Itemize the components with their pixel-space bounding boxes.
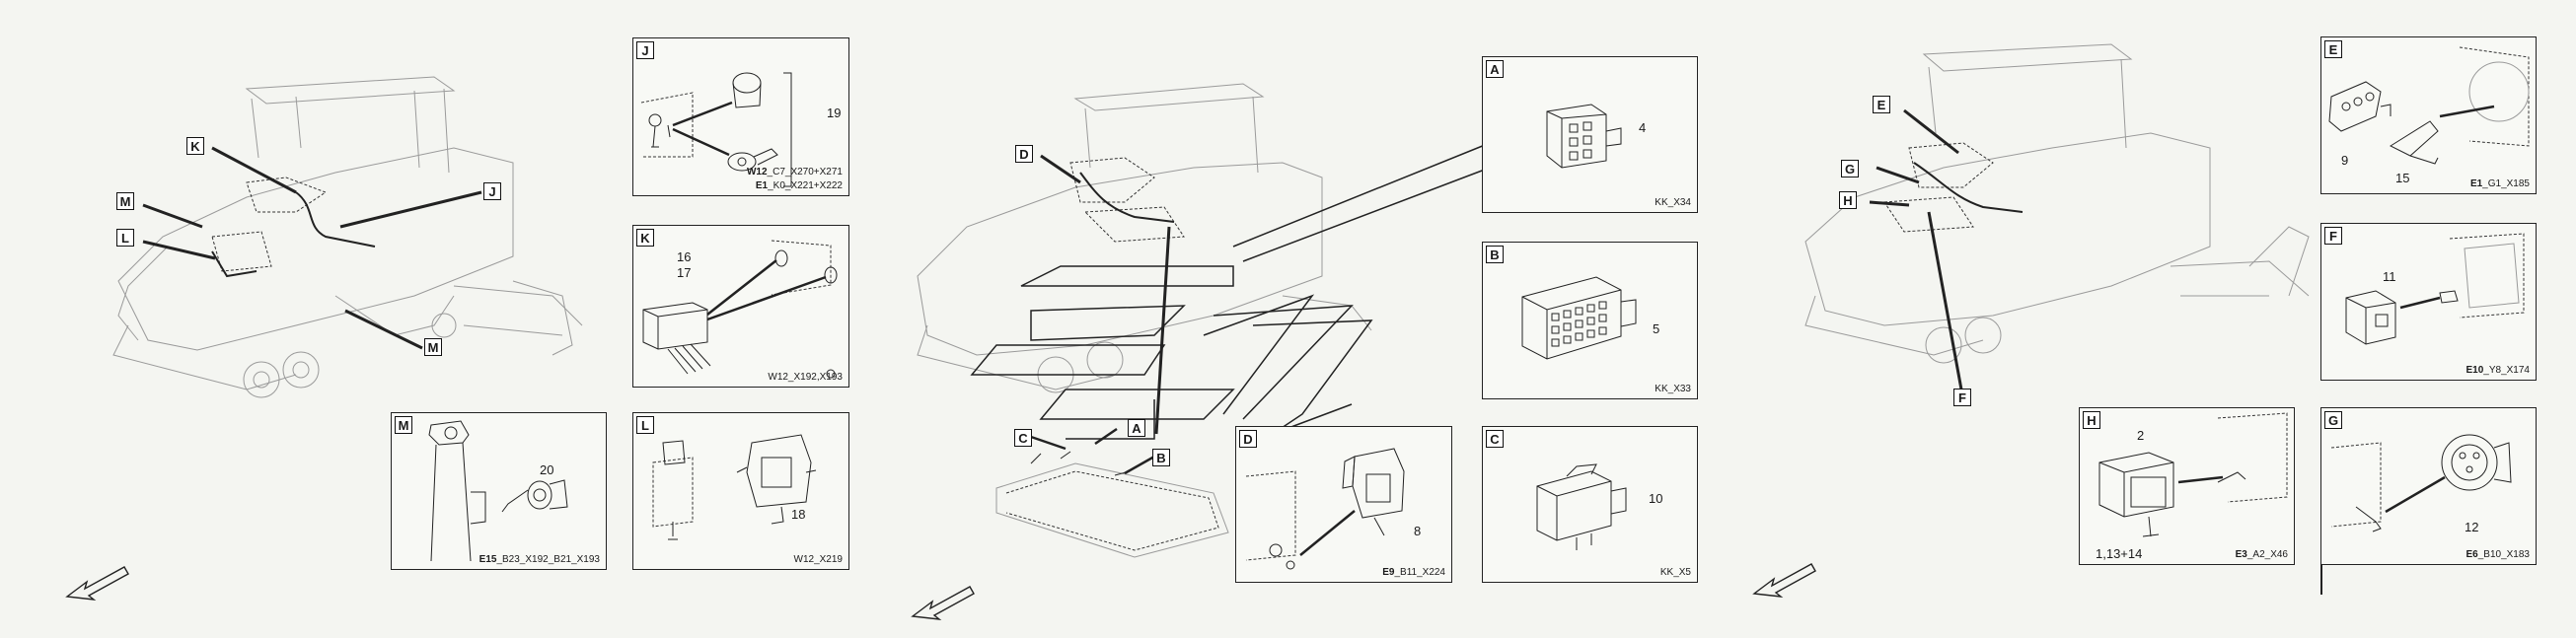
detail-tag: D	[1239, 430, 1257, 448]
paver-machine-drawing	[911, 83, 1491, 620]
divider	[2320, 565, 2322, 595]
callout-c: C	[1014, 429, 1032, 447]
detail-caption: E10_Y8_X174	[2466, 365, 2530, 376]
part-number: 18	[791, 507, 806, 522]
detail-box-h: H 2 1,13+14 E3_A2_X46	[2079, 407, 2295, 565]
detail-caption: E3_A2_X46	[2235, 549, 2288, 560]
part-number-1-13-14: 1,13+14	[2096, 546, 2143, 561]
detail-caption: W12_X192,X193	[768, 372, 843, 383]
callout-m-top: M	[116, 192, 134, 210]
callout-g: G	[1841, 160, 1859, 177]
detail-caption: W12_C7_X270+X271	[746, 167, 843, 177]
connector-drawing	[1521, 276, 1637, 360]
detail-tag: C	[1486, 430, 1504, 448]
detail-caption: E15_B23_X192_B21_X193	[478, 554, 600, 565]
direction-arrow-icon	[911, 586, 975, 620]
diagram-panel-3: E G H F E 9 15 E1_G1_X185 F	[1717, 0, 2576, 638]
detail-box-d: D 8 E9_B11_X224	[1235, 426, 1452, 583]
part-number-15: 15	[2395, 171, 2410, 185]
detail-tag: E	[2324, 40, 2342, 58]
detail-tag: M	[395, 416, 412, 434]
detail-caption-2: E1_K0_X221+X222	[755, 180, 843, 191]
detail-caption: KK_X33	[1655, 384, 1691, 394]
part-number-2: 2	[2137, 428, 2145, 443]
detail-box-l: L 18 W12_X219	[632, 412, 849, 570]
connector-drawing	[640, 72, 792, 187]
diagram-panel-2: D A B C A 4 KK_X34 B 5 KK_X33	[858, 0, 1717, 638]
part-number-17: 17	[677, 265, 692, 280]
part-number: 10	[1649, 491, 1663, 506]
callout-j: J	[483, 182, 501, 200]
part-number-16: 16	[677, 249, 692, 264]
connector-drawing	[652, 434, 817, 540]
callout-h: H	[1839, 191, 1857, 209]
detail-caption: W12_X219	[793, 554, 843, 565]
connector-drawing	[642, 240, 838, 379]
callout-b: B	[1152, 449, 1170, 466]
callout-l: L	[116, 229, 134, 247]
callout-m-bottom: M	[424, 338, 442, 356]
direction-arrow-icon	[65, 566, 129, 601]
direction-arrow-icon	[1752, 563, 1816, 598]
detail-caption: E1_G1_X185	[2469, 178, 2530, 189]
part-number: 4	[1639, 120, 1647, 135]
connector-drawing	[2098, 412, 2288, 537]
part-number: 19	[827, 106, 842, 120]
detail-box-a: A 4 KK_X34	[1482, 56, 1698, 213]
detail-tag: B	[1486, 246, 1504, 263]
detail-tag: F	[2324, 227, 2342, 245]
callout-a: A	[1128, 419, 1145, 437]
detail-caption: E9_B11_X224	[1382, 567, 1445, 578]
detail-tag: L	[636, 416, 654, 434]
part-number: 5	[1653, 321, 1660, 336]
part-number: 11	[2383, 269, 2396, 284]
connector-drawing	[428, 420, 568, 562]
connector-drawing	[1245, 448, 1405, 570]
detail-tag: G	[2324, 411, 2342, 429]
connector-drawing	[1536, 463, 1627, 550]
connector-drawing	[1546, 104, 1622, 169]
diagram-panel-1: K M L J M J 19 W12_C7_X270+X271 E1_K0_X2…	[0, 0, 858, 638]
connector-drawing	[2345, 233, 2525, 345]
callout-d: D	[1015, 145, 1033, 163]
detail-caption: KK_X34	[1655, 197, 1691, 208]
detail-tag: H	[2083, 411, 2100, 429]
detail-box-g: G 12 E6_B10_X183	[2320, 407, 2537, 565]
part-number: 8	[1414, 524, 1422, 538]
detail-caption: KK_X5	[1659, 567, 1691, 578]
callout-e: E	[1873, 96, 1890, 113]
connector-drawing	[2328, 46, 2530, 165]
detail-box-b: B 5 KK_X33	[1482, 242, 1698, 399]
part-number: 12	[2465, 520, 2479, 534]
connector-drawing	[2330, 434, 2512, 532]
detail-box-e: E 9 15 E1_G1_X185	[2320, 36, 2537, 194]
paver-machine-drawing	[1752, 43, 2310, 598]
detail-tag: K	[636, 229, 654, 247]
detail-box-f: F 11 E10_Y8_X174	[2320, 223, 2537, 381]
detail-caption: E6_B10_X183	[2466, 549, 2530, 560]
part-number-9: 9	[2341, 153, 2349, 168]
part-number: 20	[540, 462, 554, 477]
detail-tag: A	[1486, 60, 1504, 78]
detail-box-m: M 20 E15_B23_X192_B21_X193	[391, 412, 607, 570]
detail-box-c: C 10 KK_X5	[1482, 426, 1698, 583]
paver-machine-drawing	[65, 76, 583, 601]
detail-box-k: K 16 17 W12_X192,X193	[632, 225, 849, 388]
callout-f: F	[1953, 389, 1971, 406]
detail-tag: J	[636, 41, 654, 59]
callout-k: K	[186, 137, 204, 155]
detail-box-j: J 19 W12_C7_X270+X271 E1_K0_X221+X222	[632, 37, 849, 196]
